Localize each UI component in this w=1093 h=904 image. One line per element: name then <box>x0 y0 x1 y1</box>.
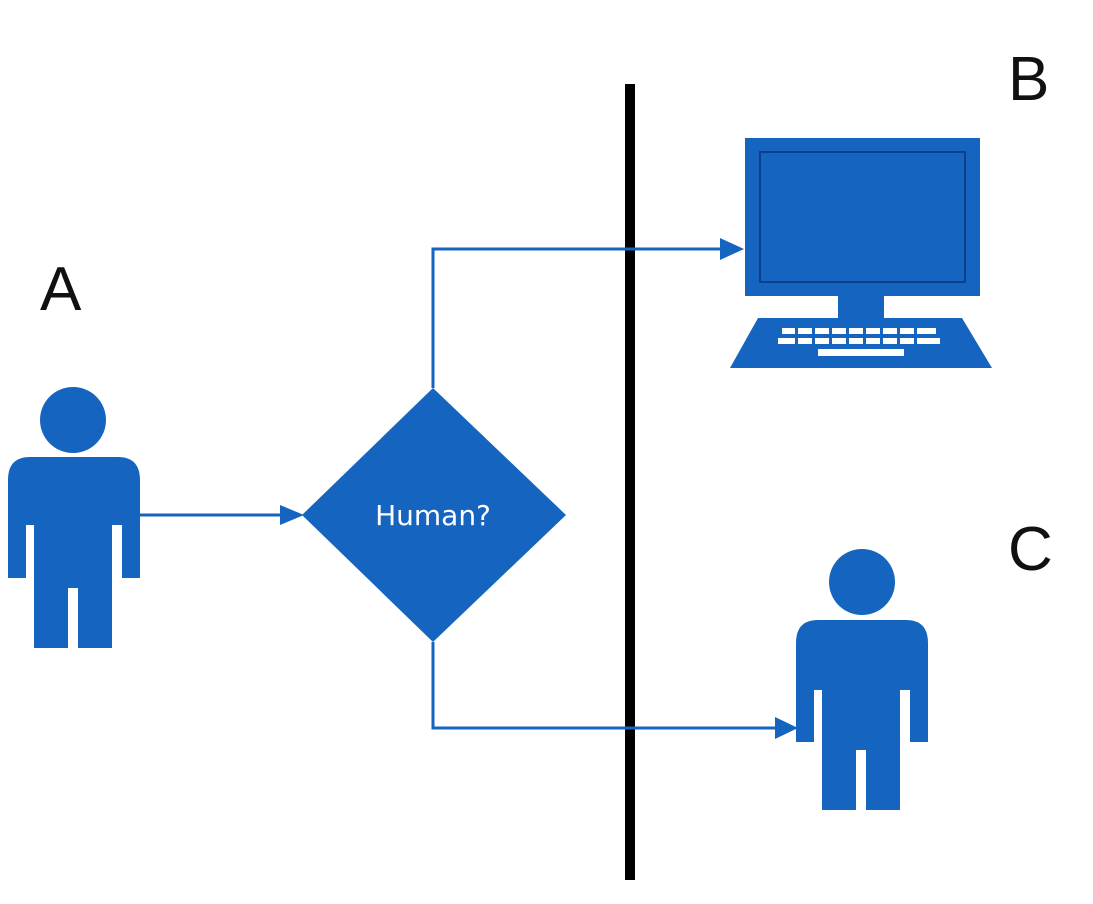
connector-decision-to-c <box>431 642 775 730</box>
connector-arrowhead-b <box>720 238 744 260</box>
connector-decision-to-b <box>431 247 720 388</box>
person-icon <box>796 549 928 810</box>
connector-arrowhead-decision <box>280 505 304 525</box>
computer-icon <box>730 138 992 368</box>
person-icon <box>8 387 140 648</box>
label-b: B <box>1008 45 1049 114</box>
label-a: A <box>40 255 82 324</box>
decision-diamond <box>302 388 566 642</box>
decision-label: Human? <box>375 499 491 532</box>
label-c: C <box>1008 515 1053 584</box>
connector-arrowhead-c <box>775 717 798 739</box>
